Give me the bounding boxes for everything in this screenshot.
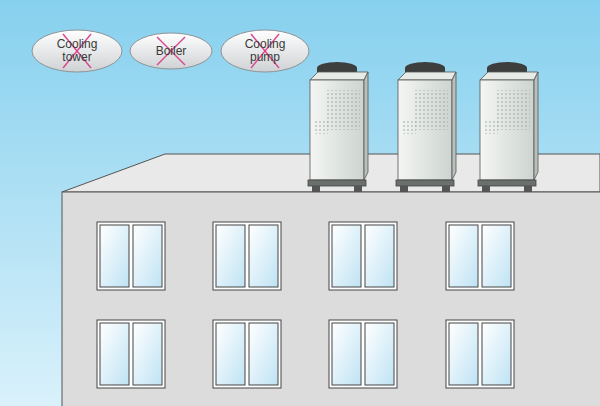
outdoor-unit: [396, 62, 456, 192]
crossed-out-item: Boiler: [129, 32, 213, 70]
outdoor-unit: [478, 62, 538, 192]
building-front: [62, 192, 600, 406]
item-label: Cooling tower: [49, 38, 105, 64]
crossed-out-item: Cooling tower: [31, 29, 123, 73]
item-label: Cooling pump: [237, 38, 293, 64]
item-label: Boiler: [156, 45, 187, 58]
crossed-out-item: Cooling pump: [220, 29, 310, 73]
outdoor-unit: [308, 62, 368, 192]
